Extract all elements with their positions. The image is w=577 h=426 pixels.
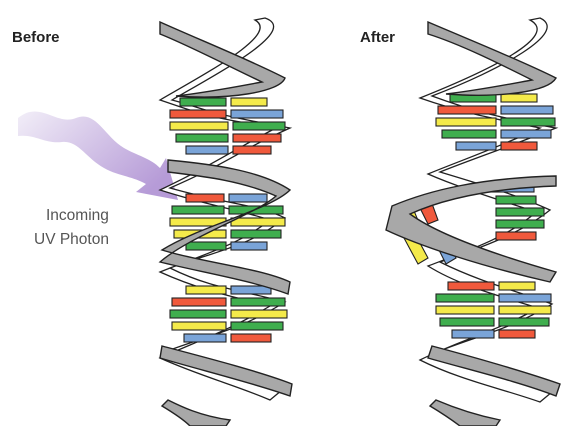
after-label: After: [360, 29, 395, 46]
base-pairs-middle: [169, 193, 286, 251]
dna-after: [385, 17, 561, 426]
back-strand-after: [418, 17, 559, 403]
base-pairs-bottom: [169, 285, 288, 343]
wavy-arrow-icon: [18, 111, 178, 200]
front-strand: [158, 20, 293, 426]
front-strand-after: [385, 20, 561, 426]
photon-label-line1: Incoming: [46, 207, 109, 224]
base-pairs-bottom-after: [435, 281, 552, 339]
dna-before: [158, 17, 293, 426]
before-label: Before: [12, 29, 60, 46]
photon-label-line2: UV Photon: [34, 231, 109, 248]
base-pairs-top: [169, 97, 286, 155]
base-pairs-top-after: [435, 93, 556, 151]
